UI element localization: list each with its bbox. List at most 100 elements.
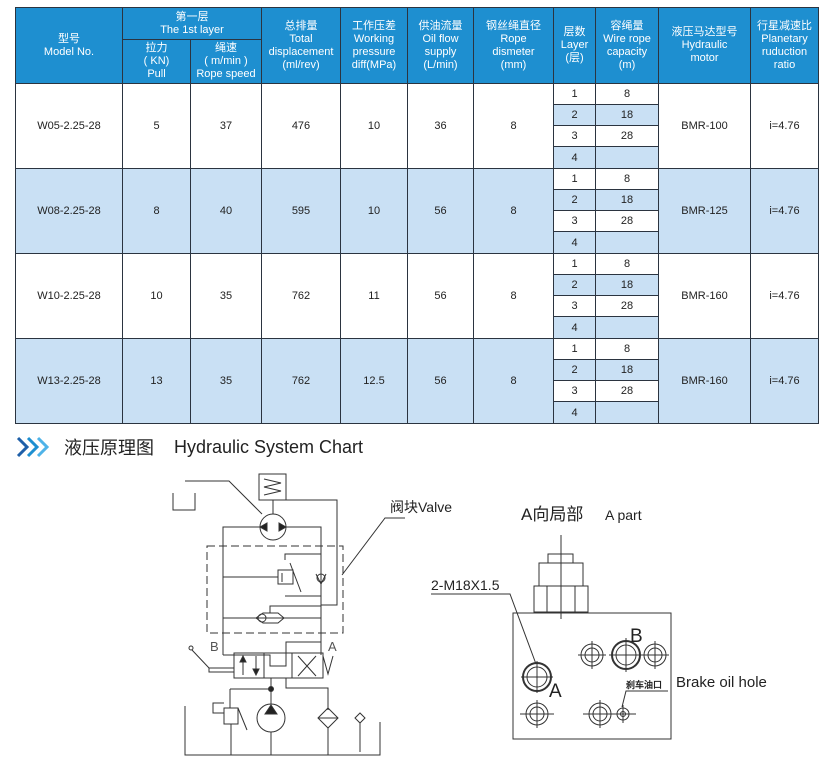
cell-speed: 40 — [190, 168, 262, 254]
cell-motor: BMR-160 — [658, 338, 751, 424]
cell-pull: 10 — [122, 253, 191, 339]
cell-pull: 13 — [122, 338, 191, 424]
cell-model: W05-2.25-28 — [15, 83, 123, 169]
cell-pressure: 10 — [340, 83, 408, 169]
cell-layer: 3 — [553, 125, 596, 147]
cell-capacity: 28 — [595, 210, 659, 232]
cell-pressure: 11 — [340, 253, 408, 339]
hydraulic-schematic: B A — [172, 473, 381, 756]
tank-symbol — [172, 493, 196, 511]
pump-relief-valve-icon — [223, 707, 239, 725]
shuttle-valve-icon — [255, 612, 285, 624]
cell-capacity: 18 — [595, 274, 659, 296]
brake-hole-label-cn: 刹车油口 — [626, 679, 662, 690]
cell-displacement: 762 — [261, 338, 341, 424]
cell-pressure: 10 — [340, 168, 408, 254]
cell-pull: 8 — [122, 168, 191, 254]
a-part-drawing: A向局部 A part 2-M18X1.5 B A 刹车油口 Brake oil… — [431, 505, 767, 740]
cell-capacity — [595, 231, 659, 254]
drain-line — [185, 480, 263, 515]
cell-layer: 2 — [553, 359, 596, 381]
cell-pull: 5 — [122, 83, 191, 169]
valve-body — [512, 612, 672, 740]
cell-ratio: i=4.76 — [750, 338, 819, 424]
cell-motor: BMR-125 — [658, 168, 751, 254]
header-speed: 绳速( m/min )Rope speed — [190, 39, 262, 84]
port-b-label: B — [210, 639, 219, 654]
cell-capacity: 28 — [595, 295, 659, 317]
a-part-port-b: B — [630, 626, 643, 647]
a-part-title-cn: A向局部 — [521, 505, 583, 524]
cell-layer: 2 — [553, 104, 596, 126]
cell-model: W13-2.25-28 — [15, 338, 123, 424]
cell-capacity: 28 — [595, 380, 659, 402]
valve-leader-line — [341, 517, 405, 576]
table-row: 4 — [16, 401, 819, 424]
cell-speed: 35 — [190, 338, 262, 424]
cell-motor: BMR-100 — [658, 83, 751, 169]
directional-valve-icon — [233, 652, 324, 679]
cell-capacity: 18 — [595, 189, 659, 211]
cell-capacity: 28 — [595, 125, 659, 147]
section-header: 液压原理图 Hydraulic System Chart — [16, 434, 363, 460]
cell-layer: 1 — [553, 168, 596, 190]
table-row: 4 — [16, 316, 819, 339]
valve-block-outline — [206, 545, 344, 634]
cell-flow: 36 — [407, 83, 474, 169]
cell-capacity: 8 — [595, 253, 659, 275]
valve-label: 阀块Valve — [390, 499, 452, 515]
cell-ratio: i=4.76 — [750, 83, 819, 169]
cell-layer: 4 — [553, 401, 596, 424]
cell-speed: 37 — [190, 83, 262, 169]
cell-capacity — [595, 316, 659, 339]
cell-layer: 3 — [553, 295, 596, 317]
cell-layer: 1 — [553, 83, 596, 105]
a-part-title-en: A part — [605, 507, 642, 523]
cell-layer: 2 — [553, 189, 596, 211]
cell-rope-diameter: 8 — [473, 168, 554, 254]
section-title-cn: 液压原理图 — [64, 438, 154, 458]
section-title-en: Hydraulic System Chart — [174, 436, 364, 457]
table-row: 4 — [16, 146, 819, 169]
cell-model: W08-2.25-28 — [15, 168, 123, 254]
cell-layer: 3 — [553, 210, 596, 232]
thread-label: 2-M18X1.5 — [431, 577, 500, 593]
brake-spring-icon — [258, 473, 287, 501]
cell-capacity: 18 — [595, 359, 659, 381]
cell-capacity: 8 — [595, 338, 659, 360]
cell-rope-diameter: 8 — [473, 338, 554, 424]
double-chevron-right-icon — [16, 436, 50, 458]
cell-model: W10-2.25-28 — [15, 253, 123, 339]
relief-valve-icon — [277, 569, 294, 585]
cell-layer: 4 — [553, 231, 596, 254]
breather-icon — [354, 712, 366, 752]
brake-hole-label-en: Brake oil hole — [676, 674, 767, 691]
cell-rope-diameter: 8 — [473, 83, 554, 169]
cell-displacement: 762 — [261, 253, 341, 339]
cell-speed: 35 — [190, 253, 262, 339]
cell-capacity — [595, 146, 659, 169]
cell-flow: 56 — [407, 253, 474, 339]
cell-capacity — [595, 401, 659, 424]
cell-layer: 4 — [553, 146, 596, 169]
